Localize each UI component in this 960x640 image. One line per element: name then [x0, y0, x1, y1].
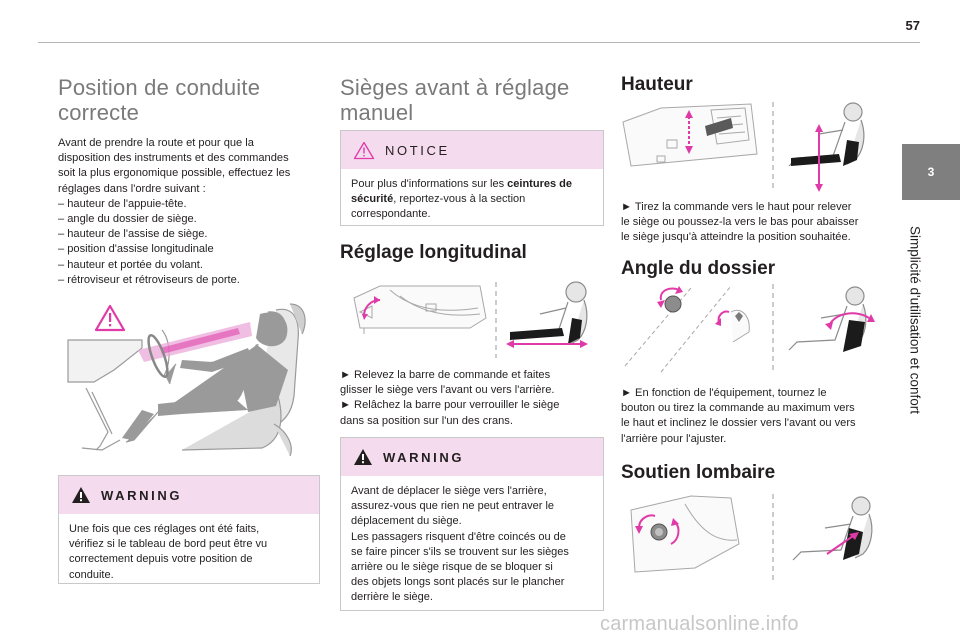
notice-label: NOTICE [385, 142, 450, 158]
height-text: ► Tirez la commande vers le haut pour re… [621, 200, 883, 246]
longitudinal-line: ► Relevez la barre de commande et faites [340, 369, 551, 381]
warning-line: derrière le siège. [351, 591, 433, 604]
manual-seats-heading: Sièges avant à réglage manuel [340, 75, 604, 125]
chapter-title-text: Simplicité d'utilisation et confort [907, 226, 923, 414]
notice-text-bold: sécurité [351, 193, 394, 206]
height-line: ► Tirez la commande vers le haut pour re… [621, 201, 852, 213]
backrest-line: l'arrière pour l'ajuster. [621, 432, 727, 445]
notice-text-plain: , reportez-vous à la section [393, 193, 526, 206]
list-item: – position d'assise longitudinale [58, 243, 214, 256]
warning-box-seat: WARNING Avant de déplacer le siège vers … [340, 437, 604, 611]
longitudinal-line: ► Relâchez la barre pour verrouiller le … [340, 399, 560, 412]
warning-icon [72, 487, 90, 503]
height-line: le siège jusqu'à atteindre la position s… [621, 231, 851, 244]
notice-line: Pour plus d'informations sur les ceintur… [351, 177, 593, 192]
notice-text: Pour plus d'informations sur les ceintur… [341, 169, 603, 232]
notice-box: NOTICE Pour plus d'informations sur les … [340, 130, 604, 226]
manual-seats-heading-line1: Sièges avant à réglage [340, 75, 570, 100]
watermark: carmanualsonline.info [600, 613, 799, 635]
longitudinal-line: glisser le siège vers l'avant ou vers l'… [340, 384, 555, 397]
backrest-angle-illustration [624, 284, 875, 373]
intro-line: réglages dans l'ordre suivant : [58, 182, 206, 195]
warning-line: vérifiez si le tableau de bord peut être… [69, 538, 268, 551]
warning-line: Les passagers risquent d'être coincés ou… [351, 530, 566, 543]
list-item: – hauteur et portée du volant. [58, 258, 203, 271]
list-item: – rétroviseur et rétroviseurs de porte. [58, 273, 240, 286]
warning-box-header: WARNING [59, 476, 319, 514]
list-item: – hauteur de l'assise de siège. [58, 228, 208, 241]
warning-seat-text: Avant de déplacer le siège vers l'arrièr… [341, 476, 603, 615]
column-manual-seats: Sièges avant à réglage manuel [340, 60, 604, 125]
manual-seats-heading-line2: manuel [340, 100, 414, 125]
driver-position-illustration [67, 303, 306, 457]
notice-text-plain: Pour plus d'informations sur les [351, 178, 508, 190]
intro-line: disposition des instruments et des comma… [58, 152, 289, 165]
warning-line: Avant de déplacer le siège vers l'arrièr… [351, 485, 547, 497]
chapter-title: Simplicité d'utilisation et confort [902, 200, 928, 440]
longitudinal-line: dans sa position sur l'un des crans. [340, 414, 513, 427]
warning-line: des objets longs sont placés sur le plan… [351, 576, 565, 589]
warning-box: WARNING Une fois que ces réglages ont ét… [58, 475, 320, 584]
list-item: – angle du dossier de siège. [58, 213, 197, 226]
height-line: le siège ou poussez-la vers le bas pour … [621, 216, 859, 229]
warning-box-seat-header: WARNING [341, 438, 603, 476]
notice-line: sécurité, reportez-vous à la section [351, 192, 593, 207]
top-rule [38, 42, 920, 43]
height-adjustment-illustration [622, 102, 865, 192]
backrest-angle-text: ► En fonction de l'équipement, tournez l… [621, 386, 883, 447]
driving-position-intro: Avant de prendre la route et pour que la… [58, 136, 320, 288]
lumbar-support-heading: Soutien lombaire [621, 462, 776, 483]
warning-line: déplacement du siège. [351, 515, 462, 528]
warning-line: Une fois que ces réglages ont été faits, [69, 523, 260, 535]
warning-line: se faire pincer s'ils se trouvent sur le… [351, 545, 569, 558]
warning-line: assurez-vous que rien ne peut entraver l… [351, 500, 555, 513]
page-number: 57 [905, 18, 920, 33]
warning-icon [354, 449, 372, 465]
longitudinal-text: ► Relevez la barre de commande et faites… [340, 368, 604, 429]
driving-position-heading: Position de conduite correcte [58, 75, 320, 125]
warning-line: arrière ou le siège risque de se bloquer… [351, 561, 553, 574]
notice-line: correspondante. [351, 208, 431, 221]
warning-label: WARNING [383, 449, 465, 465]
warning-label: WARNING [101, 487, 183, 503]
backrest-line: bouton ou tirez la commande au maximum v… [621, 402, 855, 415]
intro-line: Avant de prendre la route et pour que la [58, 137, 254, 149]
list-item: – hauteur de l'appuie-tête. [58, 197, 187, 210]
backrest-line: le haut et inclinez le dossier vers l'av… [621, 417, 856, 430]
warning-line: conduite. [69, 568, 114, 581]
longitudinal-adjustment-illustration [353, 281, 588, 358]
notice-icon [353, 141, 375, 159]
driving-position-heading-line2: correcte [58, 100, 140, 125]
warning-text: Une fois que ces réglages ont été faits,… [59, 514, 319, 592]
intro-line: soit la plus ergonomique possible, effec… [58, 167, 291, 180]
backrest-angle-heading: Angle du dossier [621, 258, 776, 279]
height-heading: Hauteur [621, 74, 693, 95]
backrest-line: ► En fonction de l'équipement, tournez l… [621, 387, 827, 399]
chapter-tab[interactable]: 3 [902, 144, 960, 200]
longitudinal-heading: Réglage longitudinal [340, 242, 527, 263]
lumbar-support-illustration [630, 494, 873, 580]
driving-position-heading-line1: Position de conduite [58, 75, 261, 100]
notice-box-header: NOTICE [341, 131, 603, 169]
warning-line: correctement depuis votre position de [69, 553, 253, 566]
column-driving-position: Position de conduite correcte Avant de p… [58, 60, 320, 288]
notice-text-bold: ceintures de [507, 178, 572, 190]
warning-triangle-icon [94, 304, 126, 332]
